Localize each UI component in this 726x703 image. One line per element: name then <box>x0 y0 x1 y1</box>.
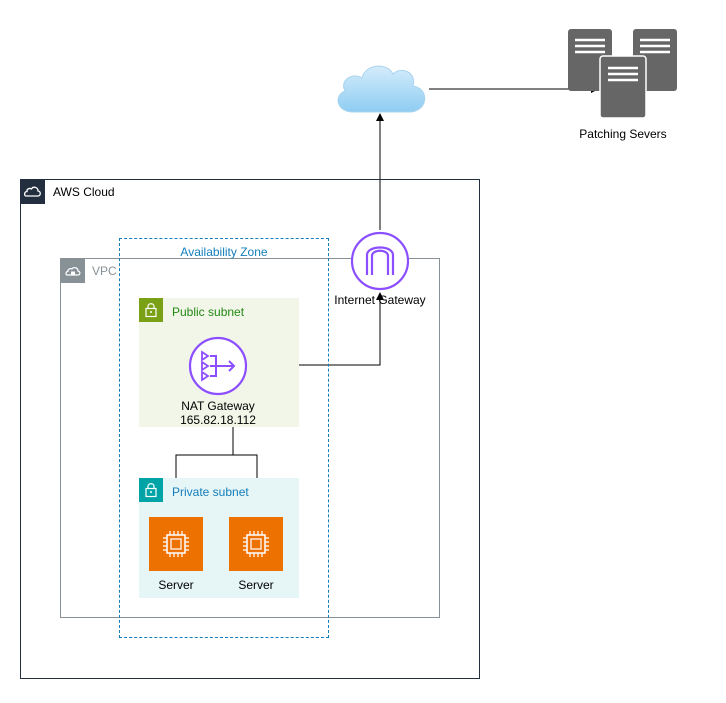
internet-cloud-icon <box>337 65 426 113</box>
nat-to-igw-connector <box>262 292 384 366</box>
vpc-lock-icon <box>60 258 85 283</box>
patching-servers-label: Patching Severs <box>579 127 667 141</box>
public-subnet-label: Public subnet <box>172 305 245 319</box>
ec2-instance-icon <box>229 517 283 571</box>
nat-gateway-ip: 165.82.18.112 <box>180 413 256 427</box>
aws-cloud-label: AWS Cloud <box>53 185 115 199</box>
patching-servers-icon <box>568 29 677 119</box>
subnet-lock-icon <box>139 298 163 322</box>
server-label: Server <box>158 578 194 592</box>
vpc-group: VPC <box>60 258 440 618</box>
aws-cloud-icon <box>20 179 45 204</box>
nat-gateway-name: NAT Gateway <box>181 399 255 413</box>
nat-gateway-icon <box>188 336 248 396</box>
internet-gateway-label: Internet Gateway <box>334 293 426 307</box>
vpc-label: VPC <box>92 264 117 278</box>
public-subnet-group: Public subnet <box>139 298 299 427</box>
private-subnet-label: Private subnet <box>172 485 249 499</box>
availability-zone-group: Availability Zone <box>119 238 329 638</box>
ec2-instance-icon <box>149 517 203 571</box>
aws-cloud-group: AWS Cloud <box>20 179 480 679</box>
server-label: Server <box>238 578 274 592</box>
internet-gateway-icon <box>350 231 410 291</box>
availability-zone-label: Availability Zone <box>180 245 268 259</box>
subnet-lock-icon <box>139 478 163 502</box>
nat-gateway-label: NAT Gateway 165.82.18.112 <box>158 399 278 427</box>
